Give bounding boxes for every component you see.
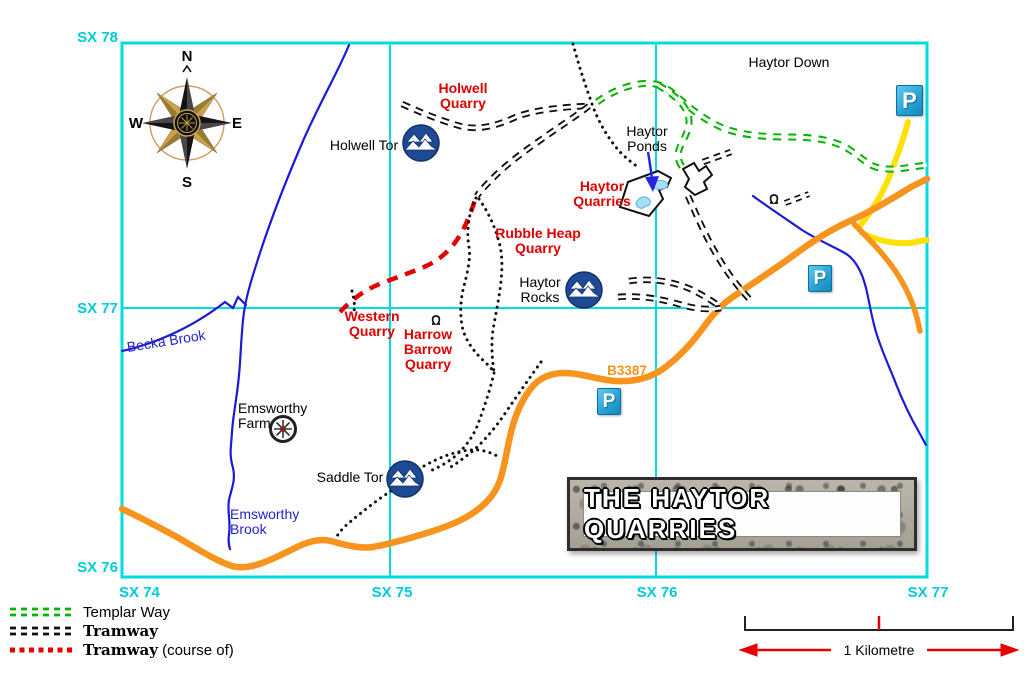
banner-granite-frame: THE HAYTOR QUARRIES	[570, 480, 914, 548]
map-legend: Templar Way Tramway Tramway (course of)	[8, 603, 234, 662]
ponds-pointer-arrow-icon	[645, 151, 659, 192]
compass-south-label: S	[182, 174, 192, 191]
compass-north-label: N	[182, 48, 193, 65]
grid-label-sx76-bottom: SX 76	[636, 584, 678, 601]
north-chevron-icon	[182, 64, 192, 73]
haytor-rocks-icon	[565, 271, 603, 309]
becka-brook-west-branch	[120, 295, 248, 353]
east-stream	[751, 194, 928, 447]
label-saddle-tor: Saddle Tor	[316, 469, 384, 485]
pond	[635, 196, 651, 209]
compass-east-label: E	[232, 115, 242, 132]
scale-bar: 1 Kilometre	[738, 616, 1020, 658]
quarry-symbol-icon	[769, 194, 779, 204]
grid-label-sx76-left: SX 76	[77, 559, 118, 576]
label-haytor-down: Haytor Down	[748, 54, 830, 70]
label-holwell-tor: Holwell Tor	[329, 137, 399, 153]
tramway-paths	[400, 101, 811, 313]
grid-label-sx77-bottom: SX 77	[907, 584, 949, 601]
farm-icon	[269, 415, 297, 443]
legend-item-tramway-course: Tramway (course of)	[8, 641, 234, 659]
tramway-course-path	[338, 196, 479, 314]
grid-label-sx77-left: SX 77	[77, 300, 118, 317]
label-b3387: B3387	[607, 363, 647, 378]
map-title: THE HAYTOR QUARRIES	[584, 483, 771, 544]
templar-way-path	[594, 79, 928, 177]
footpaths-dotted	[334, 42, 641, 540]
templar-way-symbol	[10, 607, 72, 617]
compass-rose: N E S W	[129, 48, 242, 191]
scale-label: 1 Kilometre	[844, 642, 915, 658]
legend-tramway-label: Tramway	[83, 622, 158, 640]
quarry-symbol-icon	[431, 315, 441, 325]
grid-label-sx78: SX 78	[77, 29, 118, 46]
legend-item-templar-way: Templar Way	[8, 603, 234, 621]
grid-label-sx74-bottom: SX 74	[119, 584, 160, 601]
tramway-symbol	[10, 626, 72, 636]
parking-icon: P	[808, 265, 832, 292]
scale-arrow	[738, 643, 1020, 657]
becka-brook-stream	[227, 43, 351, 551]
haytor-quarries-outline	[618, 161, 714, 218]
saddle-tor-icon	[386, 460, 424, 498]
title-banner: THE HAYTOR QUARRIES	[567, 477, 917, 551]
streams	[120, 43, 928, 551]
parking-icon: P	[896, 85, 923, 116]
compass-west-label: W	[129, 115, 144, 132]
legend-item-tramway: Tramway	[8, 622, 234, 640]
legend-templar-way-label: Templar Way	[83, 603, 170, 621]
parking-icon: P	[597, 388, 621, 415]
legend-tramway-course-label: Tramway (course of)	[83, 641, 234, 659]
holwell-tor-icon	[402, 124, 440, 162]
grid-label-sx75-bottom: SX 75	[371, 584, 413, 601]
tramway-course-symbol	[10, 647, 72, 653]
